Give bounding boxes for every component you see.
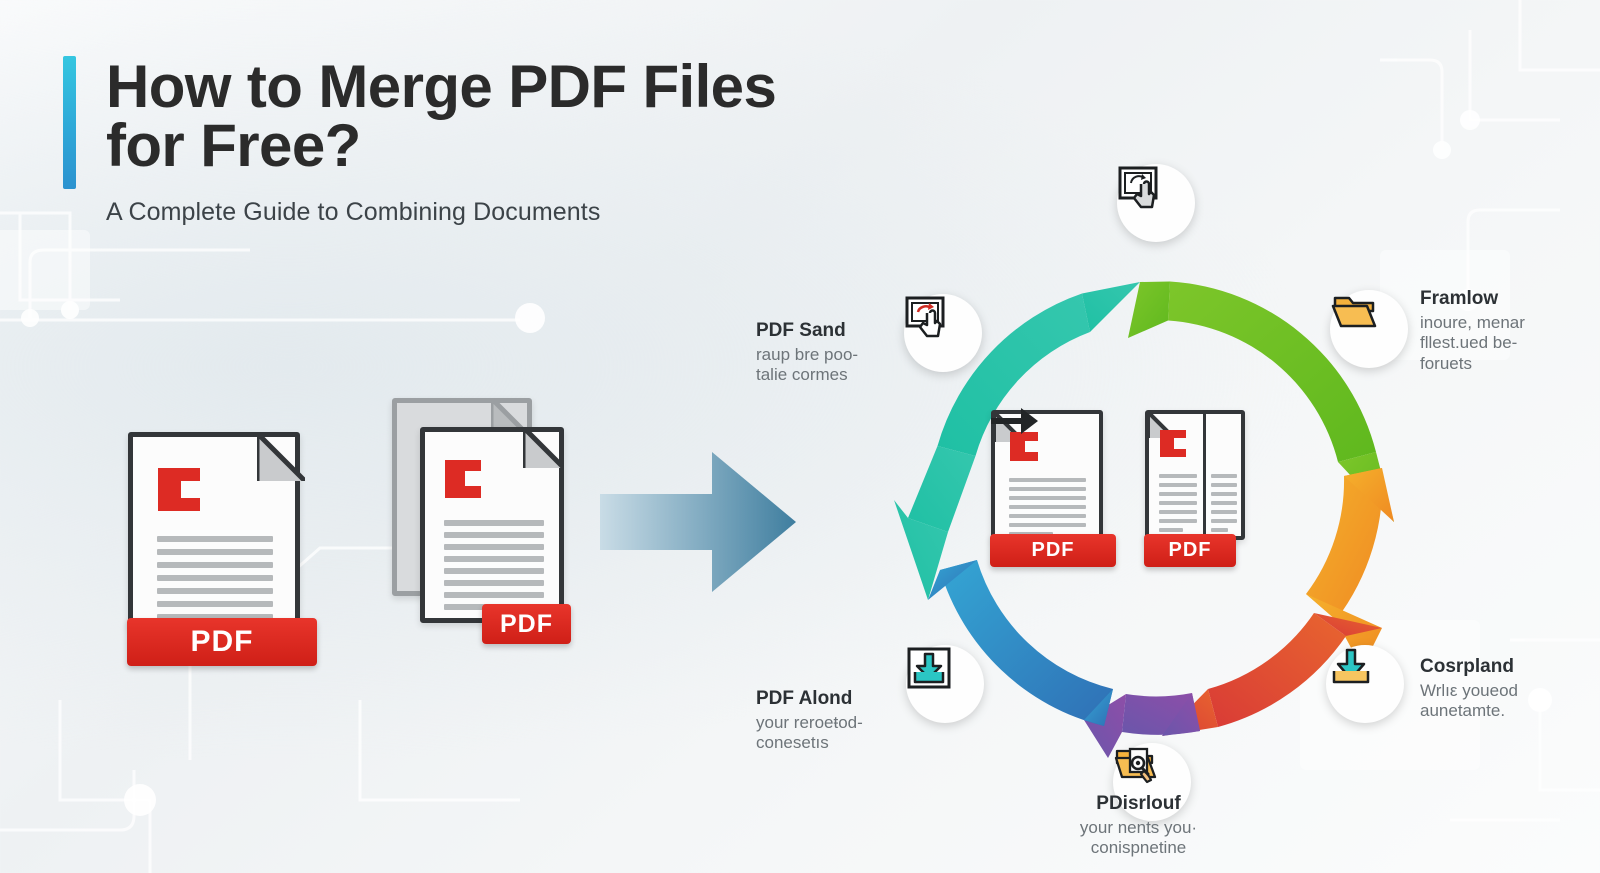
pdf-document-single: PDF (127, 432, 318, 666)
pdf-logo-mark (1010, 432, 1038, 461)
cycle-label-left-lower: PDF Alond your reroeŧod- conesetıs (756, 688, 941, 754)
cycle-label-right-upper: Framlow inoure, menar fllest.ued be- for… (1420, 288, 1600, 374)
cycle-node-right-upper[interactable] (1330, 290, 1408, 368)
pdf-badge: PDF (990, 534, 1116, 567)
page-header: How to Merge PDF Files for Free? A Compl… (63, 53, 777, 227)
label-desc: your nents you· conispnetine (1079, 818, 1198, 858)
pdf-logo-mark (445, 460, 481, 498)
label-title: Cosrpland (1420, 656, 1514, 677)
pdf-badge: PDF (127, 618, 317, 666)
pdf-logo-mark (1160, 430, 1186, 457)
folder-icon (1331, 296, 1377, 328)
pdf-document-stack: PDF (392, 398, 577, 648)
label-desc: raup bre poo- talie cormes (756, 345, 859, 385)
document-text-lines (1009, 478, 1086, 536)
document-text-lines (444, 520, 544, 610)
cycle-node-right-lower[interactable] (1326, 645, 1404, 723)
label-title: PDF Sand (756, 320, 846, 341)
cycle-node-left-lower[interactable] (906, 645, 984, 723)
title-accent-bar (63, 56, 76, 189)
tap-screen-icon (1118, 166, 1158, 209)
cycle-label-left-upper: PDF Sand raup bre poo- talie cormes (756, 320, 941, 386)
merge-direction-arrow (991, 408, 1038, 434)
document-text-lines-left (1159, 474, 1197, 532)
download-icon (907, 647, 951, 689)
label-desc: your reroeŧod- conesetıs (756, 713, 863, 753)
pdf-badge: PDF (1144, 534, 1236, 567)
label-desc: Wrlıε youeod aunetamte. (1420, 681, 1518, 721)
cycle-segment-blue (928, 560, 1113, 726)
label-desc: inoure, menar fllest.ued be- foruets (1420, 313, 1525, 373)
merge-flow-arrow (600, 452, 796, 592)
cycle-node-bottom[interactable] (1113, 743, 1191, 821)
page-title: How to Merge PDF Files for Free? (106, 53, 777, 179)
cycle-center-documents: PDF PDF (990, 408, 1257, 572)
cycle-segment-teal (894, 282, 1140, 600)
folder-search-icon (1114, 747, 1157, 784)
cycle-node-left-upper[interactable] (904, 294, 982, 372)
pdf-badge: PDF (482, 604, 571, 644)
page-fold-front-icon (523, 427, 564, 468)
merge-divider-line (1203, 412, 1206, 538)
merged-pdf-document: PDF (1144, 410, 1257, 572)
label-title: Framlow (1420, 288, 1499, 309)
pdf-logo-mark (158, 468, 200, 511)
cycle-label-right-lower: Cosrpland Wrlıε youeod aunetamte. (1420, 656, 1600, 722)
cycle-label-bottom: PDisrlouf your nents you· conispnetine (1046, 793, 1231, 859)
page-subtitle: A Complete Guide to Combining Documents (106, 197, 601, 226)
cycle-segment-purple (1084, 693, 1200, 758)
source-pdf-document: PDF (990, 410, 1119, 572)
tap-screen-icon (905, 296, 945, 338)
cycle-arrow-ring (894, 281, 1394, 758)
download-icon (1332, 648, 1370, 684)
label-title: PDisrlouf (1096, 793, 1181, 814)
merge-cycle-diagram: PDF PDF (756, 148, 1525, 868)
page-fold-icon (257, 433, 305, 481)
label-title: PDF Alond (756, 688, 853, 709)
cycle-node-top[interactable] (1117, 164, 1195, 242)
document-text-lines-right (1211, 474, 1237, 532)
